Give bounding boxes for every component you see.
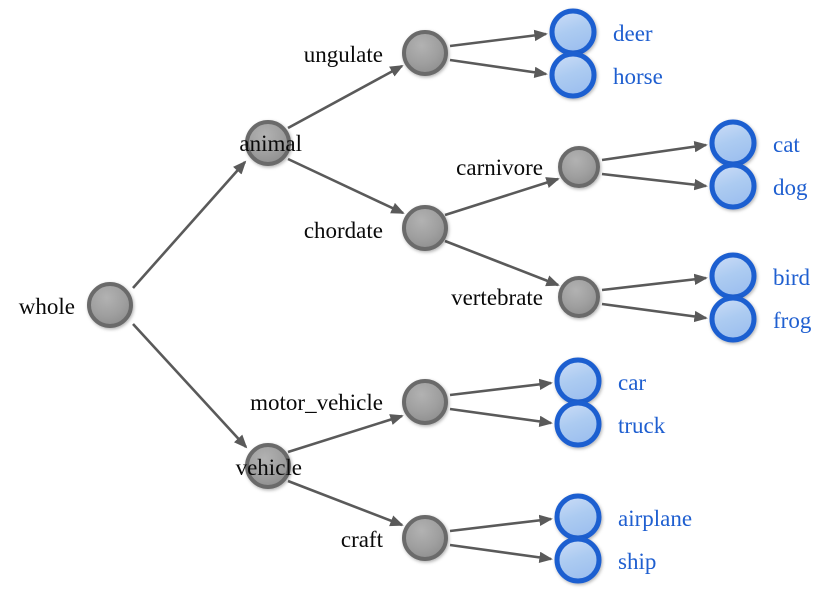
edge-label-animal: animal — [239, 131, 302, 156]
leaf-circle-ship[interactable] — [554, 536, 602, 584]
edge-label-craft: craft — [341, 527, 384, 552]
edge-vehicle-craft — [287, 479, 404, 527]
node-circle-carnivore[interactable] — [558, 146, 600, 188]
edge-vertebrate-bird — [601, 273, 708, 292]
edge-animal-chordate — [287, 157, 405, 215]
edge-label-ungulate: ungulate — [304, 42, 383, 67]
leaf-label-deer: deer — [613, 21, 653, 46]
node-circle-animal[interactable] — [245, 120, 291, 166]
edge-craft-ship — [449, 543, 553, 564]
leaf-circle-car[interactable] — [554, 357, 602, 405]
edge-vertebrate-frog — [601, 302, 708, 323]
leaf-circle-airplane[interactable] — [554, 493, 602, 541]
nodes-layer — [87, 30, 600, 561]
node-circle-craft[interactable] — [402, 515, 448, 561]
node-root[interactable] — [87, 282, 133, 328]
edge-label-chordate: chordate — [304, 218, 383, 243]
node-circle-vehicle[interactable] — [245, 443, 291, 489]
leaves-layer — [549, 8, 757, 584]
leaf-label-cat: cat — [773, 132, 800, 157]
leaf-label-dog: dog — [773, 175, 808, 200]
node-motor_vehicle[interactable] — [402, 379, 448, 425]
leaf-label-frog: frog — [773, 308, 812, 333]
edge-craft-airplane — [449, 514, 553, 533]
labels-layer: deer horse cat dog bird frog car truck airplane s… — [19, 21, 812, 574]
edges-layer — [132, 29, 708, 564]
leaf-circle-bird[interactable] — [709, 252, 757, 300]
edge-animal-ungulate — [287, 64, 404, 130]
node-circle-chordate[interactable] — [402, 205, 448, 251]
edge-motorvehicle-truck — [449, 407, 553, 428]
node-ungulate[interactable] — [402, 30, 448, 76]
leaf-circle-frog[interactable] — [709, 295, 757, 343]
leaf-label-horse: horse — [613, 64, 663, 89]
craft-leaves[interactable] — [554, 493, 602, 584]
edge-carnivore-cat — [601, 141, 708, 162]
node-chordate[interactable] — [402, 205, 448, 251]
leaf-label-ship: ship — [618, 549, 656, 574]
edge-chordate-carnivore — [444, 177, 560, 217]
node-animal[interactable] — [245, 120, 291, 166]
leaf-circle-truck[interactable] — [554, 400, 602, 448]
edge-whole-animal — [132, 160, 247, 289]
edge-label-carnivore: carnivore — [456, 155, 543, 180]
leaf-label-car: car — [618, 370, 646, 395]
leaf-circle-dog[interactable] — [709, 162, 757, 210]
leaf-label-bird: bird — [773, 265, 811, 290]
leaf-circle-horse[interactable] — [549, 51, 597, 99]
edge-chordate-vertebrate — [444, 239, 560, 287]
node-circle-root[interactable] — [87, 282, 133, 328]
ungulate-leaves[interactable] — [549, 8, 597, 99]
edge-whole-vehicle — [132, 323, 248, 449]
node-carnivore[interactable] — [558, 146, 600, 188]
vertebrate-leaves[interactable] — [709, 252, 757, 343]
edge-motorvehicle-car — [449, 378, 553, 397]
node-circle-vertebrate[interactable] — [558, 276, 600, 318]
motor-vehicle-leaves[interactable] — [554, 357, 602, 448]
leaf-circle-cat[interactable] — [709, 119, 757, 167]
edge-carnivore-dog — [601, 172, 708, 191]
carnivore-leaves[interactable] — [709, 119, 757, 210]
node-circle-motor_vehicle[interactable] — [402, 379, 448, 425]
node-vehicle[interactable] — [245, 443, 291, 489]
node-vertebrate[interactable] — [558, 276, 600, 318]
node-craft[interactable] — [402, 515, 448, 561]
root-label-whole: whole — [19, 294, 75, 319]
edge-vehicle-motorvehicle — [287, 414, 404, 454]
edge-ungulate-horse — [449, 58, 548, 78]
edge-ungulate-deer — [449, 29, 548, 48]
node-circle-ungulate[interactable] — [402, 30, 448, 76]
leaf-label-truck: truck — [618, 413, 666, 438]
edge-label-vertebrate: vertebrate — [451, 285, 543, 310]
edge-label-vehicle: vehicle — [236, 455, 302, 480]
leaf-label-airplane: airplane — [618, 506, 692, 531]
edge-label-motor_vehicle: motor_vehicle — [250, 390, 383, 415]
leaf-circle-deer[interactable] — [549, 8, 597, 56]
